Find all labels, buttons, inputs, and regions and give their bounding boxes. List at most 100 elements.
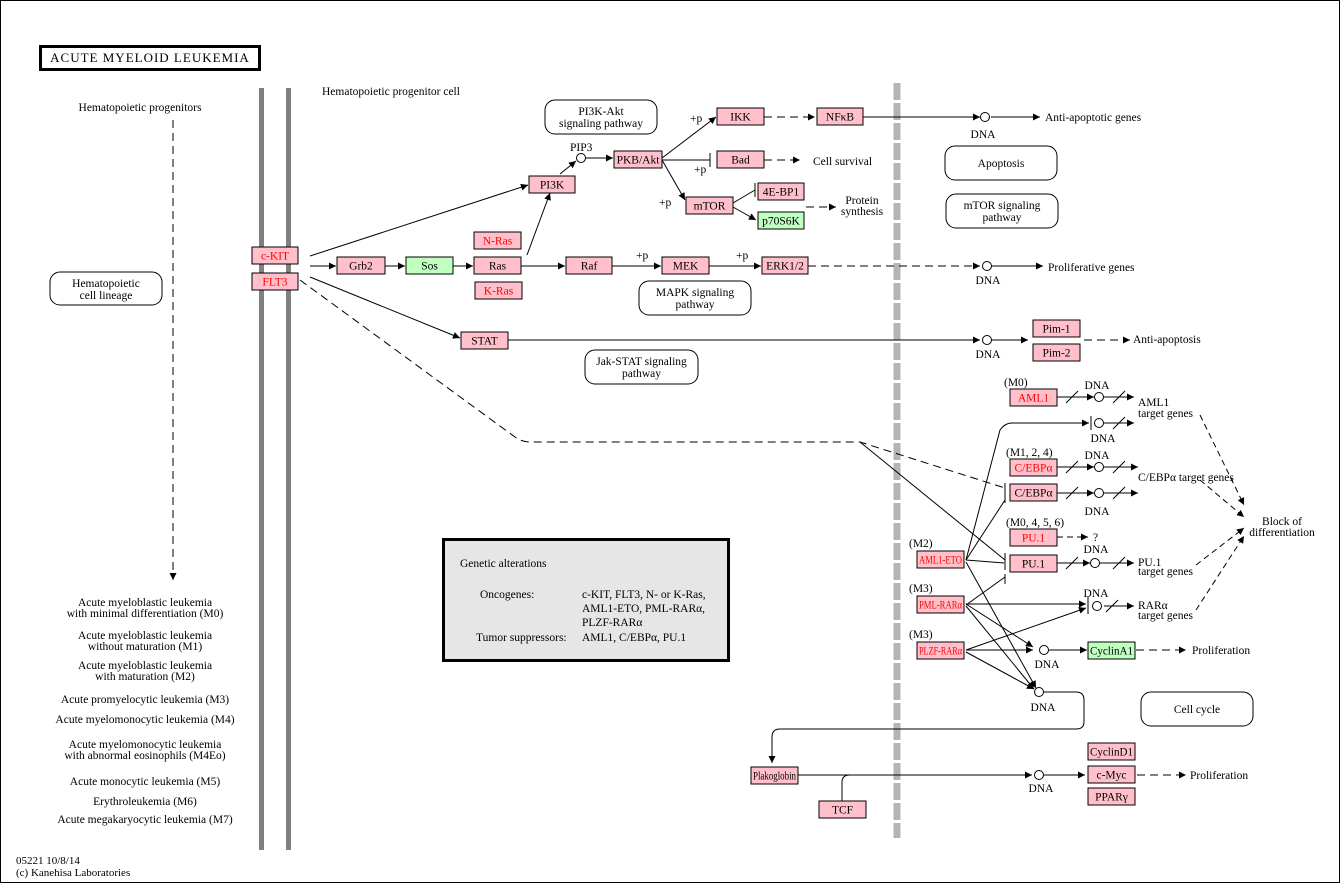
disease-subtype[interactable]: with maturation (M2): [95, 671, 195, 683]
gene-ppary[interactable]: PPARγ: [1087, 787, 1136, 806]
gene-box[interactable]: [1032, 343, 1081, 362]
pathway-cell-cycle[interactable]: Cell cycle: [1140, 691, 1254, 727]
gene-box[interactable]: [757, 211, 805, 230]
disease-subtype[interactable]: Acute myeloblastic leukemia: [78, 630, 212, 642]
gene-box[interactable]: [474, 281, 523, 300]
gene-cebpa-2[interactable]: C/EBPα: [1009, 483, 1058, 502]
disease-subtype[interactable]: Acute myelomonocytic leukemia: [69, 739, 222, 751]
gene-pkb-akt[interactable]: PKB/Akt: [613, 150, 663, 169]
pathway-box[interactable]: [584, 349, 699, 385]
gene-box[interactable]: [1087, 787, 1136, 806]
gene-box[interactable]: [661, 256, 710, 275]
gene-box[interactable]: [1087, 742, 1136, 761]
gene-box[interactable]: [1087, 641, 1136, 660]
gene-plakoglobin[interactable]: Plakoglobin: [750, 766, 799, 785]
disease-subtype[interactable]: Acute promyelocytic leukemia (M3): [61, 694, 229, 706]
gene-box[interactable]: [1009, 458, 1058, 477]
gene-box[interactable]: [1009, 483, 1058, 502]
gene-box[interactable]: [613, 150, 663, 169]
gene-erk[interactable]: ERK1/2: [761, 256, 809, 275]
gene-pim-2[interactable]: Pim-2: [1032, 343, 1081, 362]
gene-box[interactable]: [916, 641, 965, 660]
gene-cebpa-1[interactable]: C/EBPα: [1009, 458, 1058, 477]
gene-box[interactable]: [816, 107, 864, 126]
gene-box[interactable]: [818, 800, 867, 819]
gene-box[interactable]: [1009, 554, 1058, 573]
gene-box[interactable]: [916, 595, 965, 614]
disease-subtype[interactable]: Acute monocytic leukemia (M5): [70, 776, 221, 788]
gene-box[interactable]: [761, 256, 809, 275]
gene-box[interactable]: [251, 246, 299, 265]
gene-box[interactable]: [336, 256, 386, 275]
gene-pml-rara[interactable]: PML-RARα: [916, 595, 965, 614]
gene-k-ras[interactable]: K-Ras: [474, 281, 523, 300]
gene-c-myc[interactable]: c-Myc: [1087, 765, 1136, 784]
gene-stat[interactable]: STAT: [460, 331, 509, 350]
disease-subtype[interactable]: with minimal differentiation (M0): [67, 608, 224, 620]
gene-c-kit[interactable]: c-KIT: [251, 246, 299, 265]
disease-subtype[interactable]: without maturation (M1): [88, 641, 203, 653]
gene-ras[interactable]: Ras: [473, 256, 522, 275]
gene-box[interactable]: [916, 550, 965, 569]
gene-aml1-eto[interactable]: AML1-ETO: [916, 550, 965, 569]
gene-box[interactable]: [473, 256, 522, 275]
pathway-box[interactable]: [638, 280, 752, 316]
gene-label: PU.1: [1022, 533, 1046, 545]
disease-subtype[interactable]: Acute megakaryocytic leukemia (M7): [57, 814, 232, 826]
gene-pim-1[interactable]: Pim-1: [1032, 319, 1081, 338]
gene-box[interactable]: [405, 256, 454, 275]
gene-box[interactable]: [1009, 388, 1058, 407]
gene-box[interactable]: [716, 107, 765, 126]
gene-pi3k[interactable]: PI3K: [528, 175, 576, 194]
gene-grb2[interactable]: Grb2: [336, 256, 386, 275]
gene-mek[interactable]: MEK: [661, 256, 710, 275]
gene-ikk[interactable]: IKK: [716, 107, 765, 126]
disease-subtype[interactable]: Acute myeloblastic leukemia: [78, 597, 212, 609]
gene-sos[interactable]: Sos: [405, 256, 454, 275]
gene-p70s6k[interactable]: p70S6K: [757, 211, 805, 230]
gene-box[interactable]: [1009, 528, 1058, 547]
gene-box[interactable]: [1087, 765, 1136, 784]
gene-tcf[interactable]: TCF: [818, 800, 867, 819]
gene-box[interactable]: [750, 766, 799, 785]
gene-box[interactable]: [460, 331, 509, 350]
disease-subtype[interactable]: Acute myeloblastic leukemia: [78, 660, 212, 672]
gene-mtor[interactable]: mTOR: [685, 196, 734, 215]
pathway-box[interactable]: [49, 271, 163, 306]
gene-box[interactable]: [565, 256, 613, 275]
gene-aml1[interactable]: AML1: [1009, 388, 1058, 407]
gene-box[interactable]: [251, 272, 299, 291]
gene-box[interactable]: [528, 175, 576, 194]
pathway-apoptosis[interactable]: Apoptosis: [944, 145, 1058, 181]
gene-box[interactable]: [685, 196, 734, 215]
gene-bad[interactable]: Bad: [716, 150, 765, 169]
gene-raf[interactable]: Raf: [565, 256, 613, 275]
gene-plzf-rara[interactable]: PLZF-RARα: [916, 641, 965, 660]
gene-flt3[interactable]: FLT3: [251, 272, 299, 291]
disease-subtype[interactable]: Acute myelomonocytic leukemia (M4): [55, 714, 234, 726]
gene-nfkb[interactable]: NFκB: [816, 107, 864, 126]
gene-4e-bp1[interactable]: 4E-BP1: [757, 182, 805, 201]
pathway-box[interactable]: [945, 193, 1059, 229]
gene-box[interactable]: [1032, 319, 1081, 338]
disease-subtype[interactable]: Erythroleukemia (M6): [93, 796, 197, 808]
pathway-box[interactable]: [1140, 691, 1254, 727]
gene-box[interactable]: [757, 182, 805, 201]
gene-n-ras[interactable]: N-Ras: [473, 231, 522, 250]
pathway-box[interactable]: [944, 145, 1058, 181]
gene-cyclina1[interactable]: CyclinA1: [1087, 641, 1136, 660]
gene-box[interactable]: [473, 231, 522, 250]
disease-subtype[interactable]: with abnormal eosinophils (M4Eo): [64, 750, 225, 762]
gene-label: Bad: [731, 155, 750, 167]
pathway-box[interactable]: [544, 99, 658, 135]
gene-pu1-1[interactable]: PU.1: [1009, 528, 1058, 547]
gene-pu1-2[interactable]: PU.1: [1009, 554, 1058, 573]
gene-box[interactable]: [716, 150, 765, 169]
gene-cyclind1[interactable]: CyclinD1: [1087, 742, 1136, 761]
